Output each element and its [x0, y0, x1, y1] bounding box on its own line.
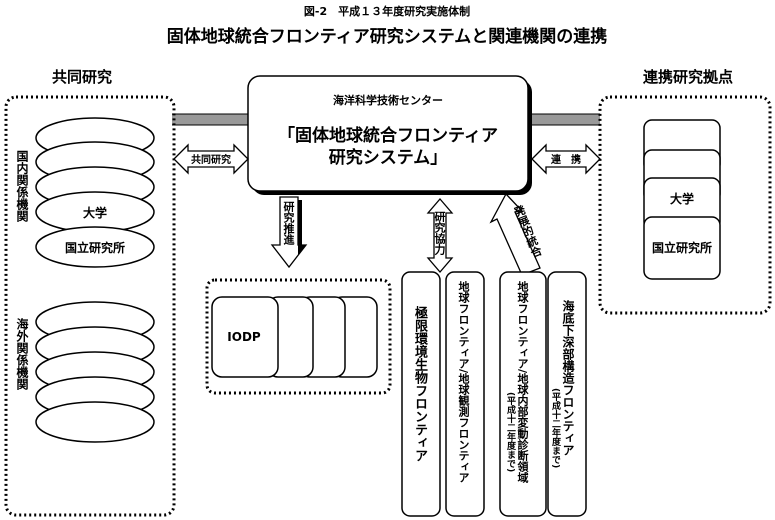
cooperation-arrow-label: 連 携: [551, 153, 581, 166]
right-dotted-panel: [598, 95, 772, 315]
left-connector-bar: [172, 113, 252, 126]
frontier-column-subseafloor: [547, 271, 587, 517]
frontier-note-internal-dynamics: (平成十二年度まで): [505, 392, 515, 473]
joint-research-arrow: [173, 143, 249, 175]
partner-university-label: 大学: [670, 191, 694, 206]
partner-card-institute: [643, 216, 721, 280]
frontier-label-subseafloor: 海底下深部構造フロンティア: [561, 300, 575, 456]
frontier-label-extremophile: 極限環境生物フロンティア: [412, 306, 427, 462]
partner-bases-heading: 連携研究拠点: [643, 68, 733, 86]
left-dotted-panel: [4, 95, 176, 517]
domestic-ellipse-institute: [35, 226, 155, 268]
domestic-institutions-label: 国内関係機関: [15, 150, 29, 222]
joint-research-heading: 共同研究: [52, 68, 112, 86]
frontier-note-subseafloor: (平成十二年度まで): [550, 388, 560, 469]
partner-institute-label: 国立研究所: [652, 240, 712, 255]
domestic-university-label: 大学: [83, 205, 107, 220]
frontier-label-observation: 地球フロンティア/地球観測フロンティア: [457, 281, 470, 484]
overseas-institutions-label: 海外関係機関: [15, 318, 29, 390]
right-connector-bar: [527, 113, 600, 126]
partner-card-stack: [643, 119, 721, 280]
center-system-line2: 研究システム」: [329, 147, 448, 168]
research-collaboration-label: 研究協力: [433, 211, 446, 255]
research-promotion-arrow: [270, 196, 308, 269]
frontier-column-observation: [445, 271, 485, 517]
iodp-main-card: [211, 296, 279, 378]
frontier-column-internal-dynamics: [499, 271, 547, 517]
frontier-column-extremophile: [401, 271, 441, 517]
overseas-ellipse: [35, 401, 155, 443]
research-collaboration-arrow: [426, 198, 454, 273]
frontier-label-internal-dynamics: 地球フロンティア/地球内部変動診断領域: [516, 281, 529, 484]
center-box: [247, 75, 529, 192]
center-system-line1: 「固体地球統合フロンティア: [278, 125, 498, 146]
center-org-name: 海洋科学技術センター: [333, 93, 443, 107]
frontier-columns: [401, 271, 587, 517]
research-promotion-label: 研究推進: [282, 201, 295, 245]
iodp-label: IODP: [227, 330, 261, 344]
joint-research-arrow-label: 共同研究: [191, 153, 231, 166]
overseas-ellipse-stack: [35, 301, 155, 443]
iodp-dotted-panel: [205, 278, 392, 395]
figure-label: 図-2 平成１３年度研究実施体制: [304, 4, 470, 18]
domestic-ellipse-stack: [35, 117, 155, 268]
iodp-stack: [211, 296, 378, 378]
diagram-title: 固体地球統合フロンティア研究システムと関連機関の連携: [167, 26, 607, 47]
domestic-institute-label: 国立研究所: [65, 240, 125, 255]
